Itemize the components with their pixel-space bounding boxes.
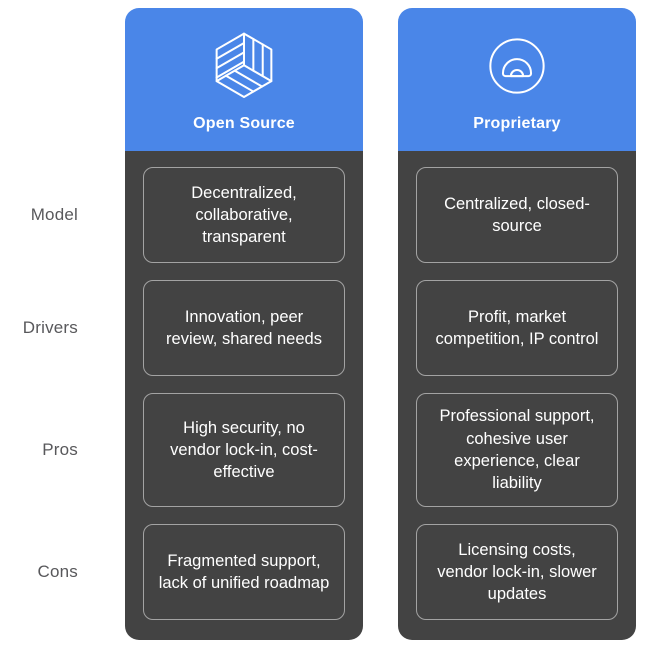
row-label-cons: Cons <box>37 562 78 581</box>
cell-open-source-cons: Fragmented support, lack of unified road… <box>143 524 345 620</box>
proprietary-body: Centralized, closed-source Profit, marke… <box>398 151 636 640</box>
cell-proprietary-drivers: Profit, market competition, IP control <box>416 280 618 376</box>
open-source-body: Decentralized, collaborative, transparen… <box>125 151 363 640</box>
cell-proprietary-cons: Licensing costs, vendor lock-in, slower … <box>416 524 618 620</box>
cell-open-source-drivers: Innovation, peer review, shared needs <box>143 280 345 376</box>
proprietary-header: Proprietary <box>398 8 636 151</box>
cell-open-source-model: Decentralized, collaborative, transparen… <box>143 167 345 263</box>
open-source-header: Open Source <box>125 8 363 151</box>
cell-proprietary-pros: Professional support, cohesive user expe… <box>416 393 618 507</box>
cell-proprietary-model: Centralized, closed-source <box>416 167 618 263</box>
column-open-source: Open Source Decentralized, collaborative… <box>125 8 363 640</box>
cell-open-source-pros: High security, no vendor lock-in, cost-e… <box>143 393 345 507</box>
row-label-pros: Pros <box>42 440 78 459</box>
column-title-proprietary: Proprietary <box>473 115 561 132</box>
row-label-drivers: Drivers <box>22 318 78 337</box>
open-source-cube-icon <box>208 30 280 102</box>
column-proprietary: Proprietary Centralized, closed-source P… <box>398 8 636 640</box>
protractor-icon <box>481 30 553 102</box>
row-label-model: Model <box>30 205 78 224</box>
column-title-open-source: Open Source <box>193 115 295 132</box>
